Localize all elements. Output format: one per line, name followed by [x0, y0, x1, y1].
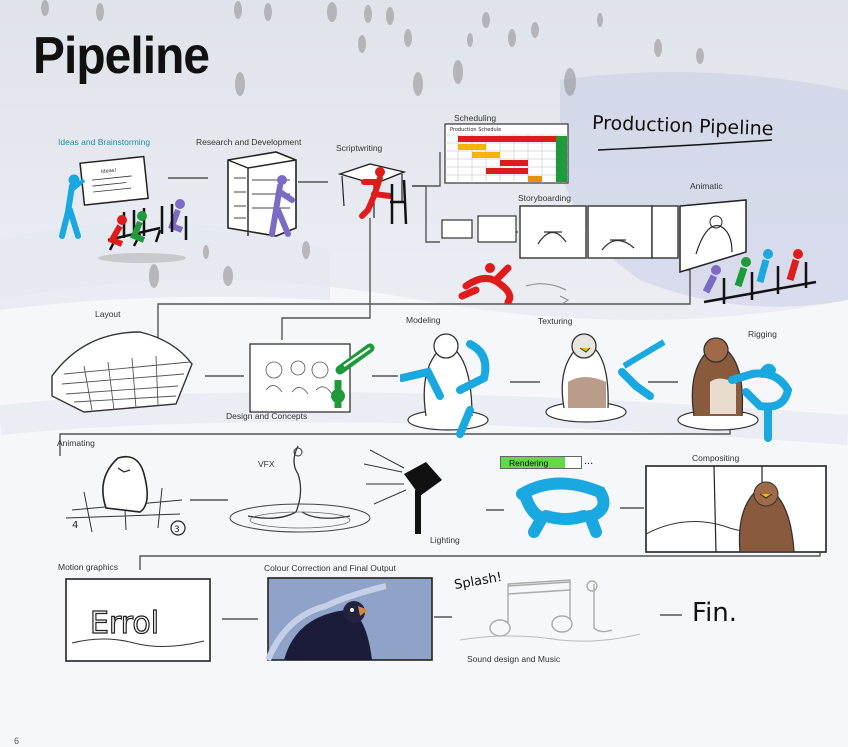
- scheduling-chart: Production Schedule: [444, 123, 569, 184]
- storyboard-panels: [441, 205, 679, 259]
- label-scriptwriting: Scriptwriting: [336, 143, 383, 153]
- animating-illustration: 4 3: [65, 455, 186, 536]
- colour-correction-frame: [266, 577, 433, 662]
- research-illustration: [227, 151, 297, 237]
- heading-underline: [597, 139, 773, 151]
- rigging-illustration: [677, 337, 793, 442]
- schedule-sheet-title: Production Schedule: [450, 127, 501, 133]
- label-layout: Layout: [95, 309, 121, 319]
- ideas-illustration: Ideas!: [59, 155, 188, 263]
- layout-illustration: [51, 331, 193, 413]
- label-compositing: Compositing: [692, 453, 740, 463]
- rendering-progress-bar: Rendering: [500, 456, 582, 469]
- music-note-icon: [489, 579, 613, 637]
- label-storyboarding: Storyboarding: [518, 193, 571, 203]
- animatic-illustration: [679, 199, 817, 304]
- label-sound: Sound design and Music: [467, 654, 561, 664]
- rendering-figure: [516, 477, 610, 538]
- label-animatic: Animatic: [690, 181, 723, 191]
- sound-design-illustration: [459, 579, 641, 642]
- page-number: 6: [14, 736, 20, 746]
- label-ideas: Ideas and Brainstorming: [58, 137, 151, 147]
- researcher-figure-icon: [269, 175, 295, 237]
- svg-text:3: 3: [174, 525, 180, 535]
- writer-figure-icon: [359, 167, 393, 219]
- motion-graphics-frame: Errol: [65, 578, 211, 662]
- label-vfx: VFX: [258, 459, 275, 469]
- page-title: Pipeline: [33, 27, 210, 85]
- rendering-ellipsis: ...: [584, 455, 594, 467]
- label-motion-graphics: Motion graphics: [58, 562, 119, 572]
- label-research: Research and Development: [196, 137, 302, 147]
- label-lighting: Lighting: [430, 535, 460, 545]
- compositing-illustration: [645, 465, 827, 553]
- label-texturing: Texturing: [538, 316, 573, 326]
- pen-tool-icon: [331, 343, 375, 408]
- presenter-figure-icon: [59, 174, 86, 239]
- label-design: Design and Concepts: [226, 411, 308, 421]
- vfx-illustration: [229, 445, 371, 533]
- label-rendering: Rendering: [509, 458, 549, 468]
- label-modeling: Modeling: [406, 315, 441, 325]
- motion-graphics-title-text: Errol: [90, 606, 159, 641]
- svg-text:4: 4: [72, 520, 78, 531]
- spotlight-icon: [404, 462, 442, 534]
- fin-text: Fin.: [692, 598, 738, 628]
- lighting-illustration: [363, 449, 442, 534]
- scriptwriting-illustration: [337, 163, 408, 225]
- svg-text:Ideas!: Ideas!: [101, 168, 117, 176]
- label-scheduling: Scheduling: [454, 113, 497, 123]
- design-concepts-illustration: [249, 343, 375, 413]
- label-rigging: Rigging: [748, 329, 777, 339]
- texturing-illustration: [545, 333, 666, 423]
- modeling-illustration: [400, 333, 490, 438]
- storyboard-sketch-figure: [458, 263, 569, 304]
- label-colour: Colour Correction and Final Output: [264, 563, 396, 573]
- label-animating: Animating: [57, 438, 95, 448]
